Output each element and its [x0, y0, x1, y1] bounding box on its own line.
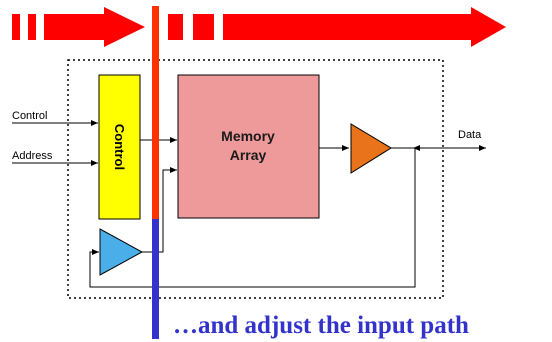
red-vertical-bar [152, 6, 159, 222]
memory-array-label-line1: Memory [221, 128, 275, 144]
control-block [98, 74, 141, 220]
chip-boundary [67, 59, 444, 299]
address-input-label: Address [12, 150, 53, 162]
data-output-label: Data [458, 129, 482, 141]
blue-vertical-bar [152, 219, 159, 339]
red-timing-arrow [12, 7, 506, 47]
control-block-label: Control [112, 124, 127, 170]
output-amplifier [350, 123, 392, 174]
memory-array-block [177, 74, 320, 219]
caption-text: …and adjust the input path [173, 312, 469, 339]
input-amplifier [99, 228, 144, 276]
control-input-label: Control [12, 110, 47, 122]
memory-array-label-line2: Array [230, 147, 267, 163]
feedback-line [89, 148, 416, 288]
